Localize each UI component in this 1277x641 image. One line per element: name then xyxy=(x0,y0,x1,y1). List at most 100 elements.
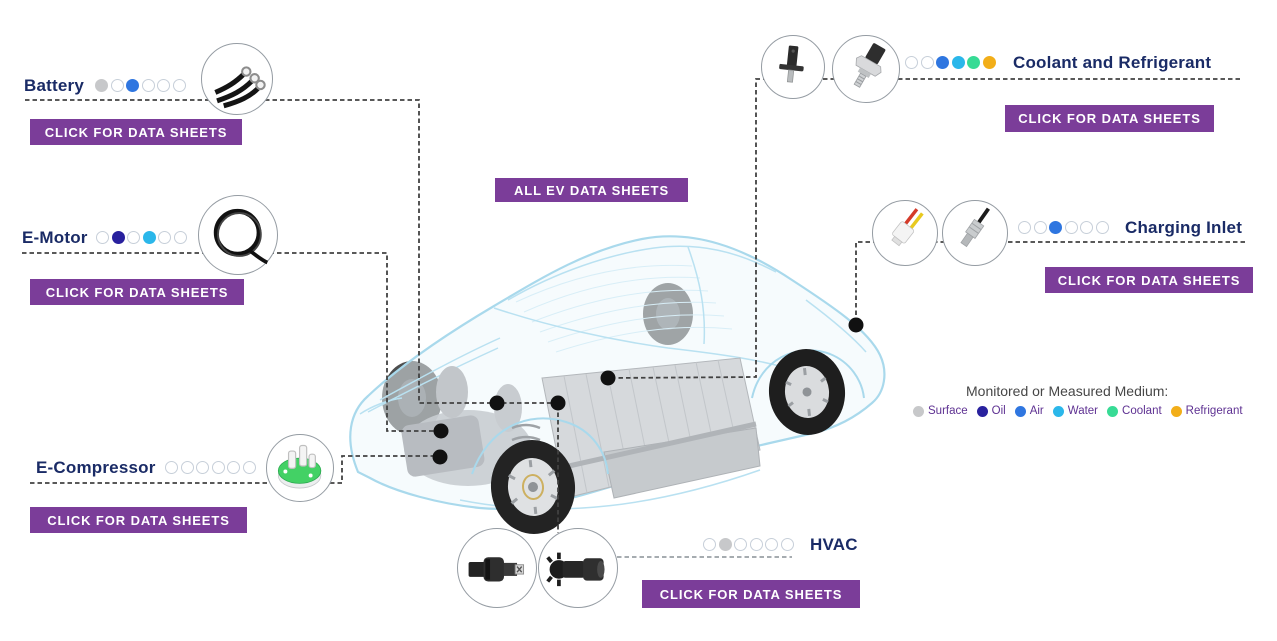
hvac-sensor-image-2[interactable] xyxy=(538,528,618,608)
charging-sensor-image-2[interactable] xyxy=(942,200,1008,266)
barrel-sensor-icon xyxy=(469,557,525,582)
empty-media-dot xyxy=(211,461,225,474)
empty-media-dot xyxy=(96,231,109,244)
temperature-probe-icon xyxy=(779,45,805,84)
surface-media-dot xyxy=(95,79,108,92)
all-ev-data-sheets-button[interactable]: ALL EV DATA SHEETS xyxy=(495,178,688,202)
legend-item-label: Coolant xyxy=(1122,405,1162,417)
charging-connector-line xyxy=(855,241,1245,325)
coolant-sensor-image-1[interactable] xyxy=(761,35,825,99)
e-compressor-media-dots xyxy=(165,461,256,474)
e-compressor-label: E-Compressor xyxy=(36,458,156,477)
metal-probe-icon xyxy=(960,208,991,248)
coolant-media-dots xyxy=(905,56,996,69)
legend-items: Surface Oil Air Water Coolant Refrigerant xyxy=(913,405,1243,417)
wire-coil-sensor-icon xyxy=(214,209,269,265)
coolant-point xyxy=(600,370,616,386)
legend-item-coolant: Coolant xyxy=(1107,405,1162,417)
e-compressor-point xyxy=(432,449,448,465)
water-media-dot xyxy=(142,231,156,244)
charging-inlet-label: Charging Inlet xyxy=(1125,218,1243,237)
e-motor-sensor-image[interactable] xyxy=(198,195,278,275)
hvac-sensor-image-1[interactable] xyxy=(457,528,537,608)
legend-title: Monitored or Measured Medium: xyxy=(966,383,1169,399)
empty-media-dot xyxy=(920,56,934,69)
rear-wheel xyxy=(768,349,846,435)
e-motor-point xyxy=(433,423,449,439)
battery-label: Battery xyxy=(24,76,84,95)
coolant-connector-line xyxy=(607,78,1240,379)
coolant-legend-dot xyxy=(1107,405,1119,417)
cable-harness-sensor-icon xyxy=(214,66,266,109)
empty-media-dot xyxy=(180,461,194,474)
empty-media-dot xyxy=(110,79,124,92)
air-media-dot xyxy=(1049,221,1062,234)
hvac-media-dots xyxy=(703,538,794,551)
battery-point-2 xyxy=(550,395,566,411)
empty-media-dot xyxy=(158,231,171,244)
legend-item-refrigerant: Refrigerant xyxy=(1170,405,1243,417)
refrigerant-media-dot xyxy=(982,56,996,69)
empty-media-dot xyxy=(1033,221,1047,234)
hvac-data-sheets-button[interactable]: CLICK FOR DATA SHEETS xyxy=(642,580,860,608)
battery-sensor-image[interactable] xyxy=(201,43,273,115)
green-disc-sensor-icon xyxy=(277,444,321,489)
legend-item-label: Oil xyxy=(991,405,1006,417)
empty-media-dot xyxy=(765,538,778,551)
e-motor-data-sheets-button[interactable]: CLICK FOR DATA SHEETS xyxy=(30,279,244,305)
empty-media-dot xyxy=(905,56,918,69)
e-compressor-sensor-image[interactable] xyxy=(266,434,334,502)
coolant-media-dot xyxy=(967,56,980,69)
charging-inlet-media-dots xyxy=(1018,221,1109,234)
surface-media-dot xyxy=(718,538,732,551)
coolant-sensor-image-2[interactable] xyxy=(832,35,900,103)
empty-media-dot xyxy=(1064,221,1078,234)
hvac-label: HVAC xyxy=(810,535,858,554)
legend-item-label: Refrigerant xyxy=(1185,405,1243,417)
battery-media-dots xyxy=(95,79,186,92)
water-legend-dot xyxy=(1052,405,1064,417)
legend-item-label: Surface xyxy=(928,405,968,417)
coolant-data-sheets-button[interactable]: CLICK FOR DATA SHEETS xyxy=(1005,105,1214,132)
empty-media-dot xyxy=(1080,221,1093,234)
empty-media-dot xyxy=(172,79,186,92)
charging-inlet-point xyxy=(848,317,864,333)
e-compressor-connector-line xyxy=(30,455,440,484)
connector-sensor-icon xyxy=(546,553,606,587)
empty-media-dot xyxy=(242,461,256,474)
coolant-and-refrigerant-label: Coolant and Refrigerant xyxy=(1013,53,1212,72)
oil-legend-dot xyxy=(976,405,988,417)
wheel-arches xyxy=(471,349,865,475)
legend-item-air: Air xyxy=(1014,405,1044,417)
empty-media-dot xyxy=(173,231,187,244)
empty-media-dot xyxy=(780,538,794,551)
legend-item-label: Water xyxy=(1067,405,1099,417)
empty-media-dot xyxy=(703,538,716,551)
oil-media-dot xyxy=(111,231,125,244)
wired-connector-icon xyxy=(891,208,925,247)
charging-sensor-image-1[interactable] xyxy=(872,200,938,266)
empty-media-dot xyxy=(749,538,763,551)
empty-media-dot xyxy=(127,231,140,244)
empty-media-dot xyxy=(141,79,155,92)
empty-media-dot xyxy=(165,461,178,474)
front-wheel xyxy=(490,440,576,534)
refrigerant-legend-dot xyxy=(1170,405,1182,417)
battery-data-sheets-button[interactable]: CLICK FOR DATA SHEETS xyxy=(30,119,242,145)
air-legend-dot xyxy=(1014,405,1026,417)
e-motor-media-dots xyxy=(96,231,187,244)
air-media-dot xyxy=(126,79,139,92)
car-illustration xyxy=(349,235,886,534)
empty-media-dot xyxy=(734,538,747,551)
empty-media-dot xyxy=(1095,221,1109,234)
connection-points xyxy=(432,317,864,465)
charging-inlet-data-sheets-button[interactable]: CLICK FOR DATA SHEETS xyxy=(1045,267,1253,293)
water-media-dot xyxy=(951,56,965,69)
legend-item-oil: Oil xyxy=(976,405,1006,417)
pressure-sensor-icon xyxy=(853,42,885,88)
e-compressor-data-sheets-button[interactable]: CLICK FOR DATA SHEETS xyxy=(30,507,247,533)
e-motor-label: E-Motor xyxy=(22,228,88,247)
battery-point-1 xyxy=(489,395,505,411)
car-glass-mesh xyxy=(515,264,733,353)
